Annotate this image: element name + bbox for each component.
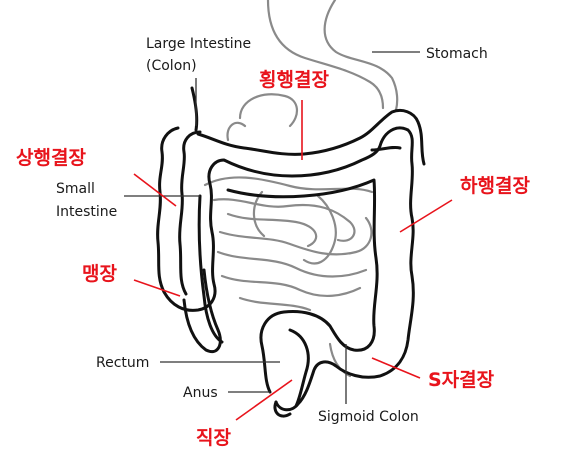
label-small-intestine-line1: Small: [56, 181, 95, 197]
label-ko-cecum: 맹장: [82, 263, 117, 285]
label-ko-rectum: 직장: [196, 427, 231, 449]
label-anus: Anus: [183, 385, 218, 401]
label-ko-ascending-colon: 상행결장: [16, 147, 86, 169]
leader-rectum-ko: [235, 379, 293, 421]
label-sigmoid-colon: Sigmoid Colon: [318, 409, 419, 425]
korean-labels: 횡행결장 상행결장 하행결장 맹장 S자결장 직장: [16, 69, 530, 449]
english-labels: Large Intestine (Colon) Stomach Small In…: [56, 36, 488, 425]
label-stomach: Stomach: [426, 46, 488, 62]
leader-cecum: [133, 279, 181, 297]
label-small-intestine-line2: Intestine: [56, 204, 117, 220]
label-rectum: Rectum: [96, 355, 149, 371]
label-ko-transverse-colon: 횡행결장: [259, 69, 329, 91]
leader-sigmoid-colon-ko: [371, 357, 421, 379]
leader-descending-colon: [399, 199, 453, 233]
korean-leader-lines: [133, 100, 453, 421]
stomach-shape: [226, 0, 399, 142]
label-ko-descending-colon: 하행결장: [460, 175, 530, 197]
label-large-intestine-line2: (Colon): [146, 58, 197, 74]
large-intestine-shape: [156, 86, 426, 418]
label-large-intestine-line1: Large Intestine: [146, 36, 251, 52]
label-ko-sigmoid-colon: S자결장: [428, 369, 495, 391]
leader-ascending-colon: [133, 173, 177, 207]
